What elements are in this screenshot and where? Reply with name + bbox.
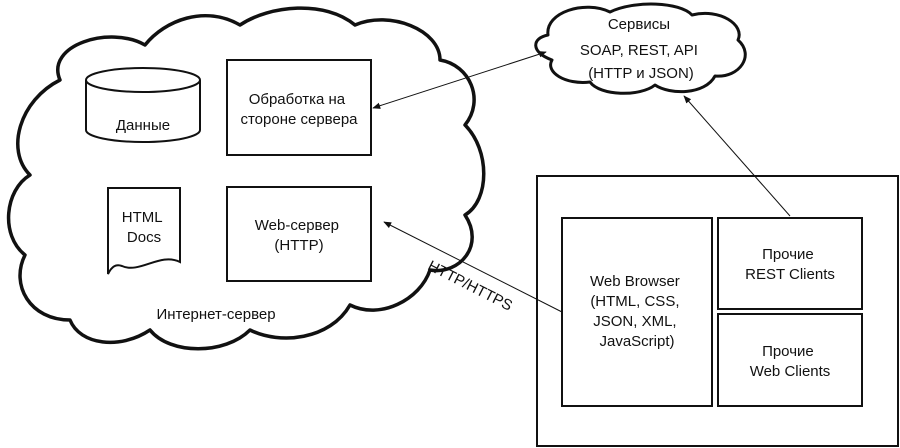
web-server-box [226, 186, 372, 282]
web-browser-label: Web Browser (HTML, CSS, JSON, XML, JavaS… [590, 273, 684, 350]
server-processing-line-2: стороне сервера [240, 111, 358, 128]
server-processing-line-1: Обработка на [249, 91, 346, 108]
rest-clients-line-2: REST Clients [745, 266, 835, 283]
rest-clients-line-1: Прочие [762, 246, 814, 263]
internet-server-cloud [6, 6, 486, 351]
server-processing-box [226, 59, 372, 156]
html-docs-line-2: Docs [127, 229, 161, 246]
web-server-label: Web-сервер (HTTP) [255, 217, 343, 254]
html-docs-label: HTML Docs [122, 209, 166, 246]
web-server-line-1: Web-сервер [255, 217, 339, 234]
web-browser-line-3: JSON, XML, [593, 313, 676, 330]
browser-server-arrow [383, 221, 563, 313]
rest-clients-label: Прочие REST Clients [745, 246, 835, 283]
web-clients-line-1: Прочие [762, 343, 814, 360]
web-browser-line-1: Web Browser [590, 273, 680, 290]
web-clients-line-2: Web Clients [750, 363, 831, 380]
rest-clients-box [717, 217, 863, 310]
web-browser-box [561, 217, 713, 407]
web-server-line-2: (HTTP) [274, 237, 323, 254]
services-title: Сервисы [608, 16, 670, 33]
internet-server-title: Интернет-сервер [156, 306, 275, 323]
processing-services-arrow [372, 51, 547, 109]
rest-services-arrow [683, 95, 791, 217]
server-processing-label: Обработка на стороне сервера [240, 91, 358, 128]
services-formats: (HTTP и JSON) [588, 65, 694, 82]
web-clients-box [717, 313, 863, 407]
data-store-label: Данные [116, 117, 170, 134]
html-docs-icon [107, 187, 181, 275]
services-cloud [534, 2, 747, 95]
services-label: Сервисы SOAP, REST, API (HTTP и JSON) [580, 16, 702, 82]
html-docs-line-1: HTML [122, 209, 162, 226]
web-browser-line-4: JavaScript) [599, 333, 674, 350]
web-clients-label: Прочие Web Clients [750, 343, 831, 380]
web-browser-line-2: (HTML, CSS, [590, 293, 679, 310]
database-icon [85, 67, 201, 143]
services-protocols: SOAP, REST, API [580, 42, 698, 59]
